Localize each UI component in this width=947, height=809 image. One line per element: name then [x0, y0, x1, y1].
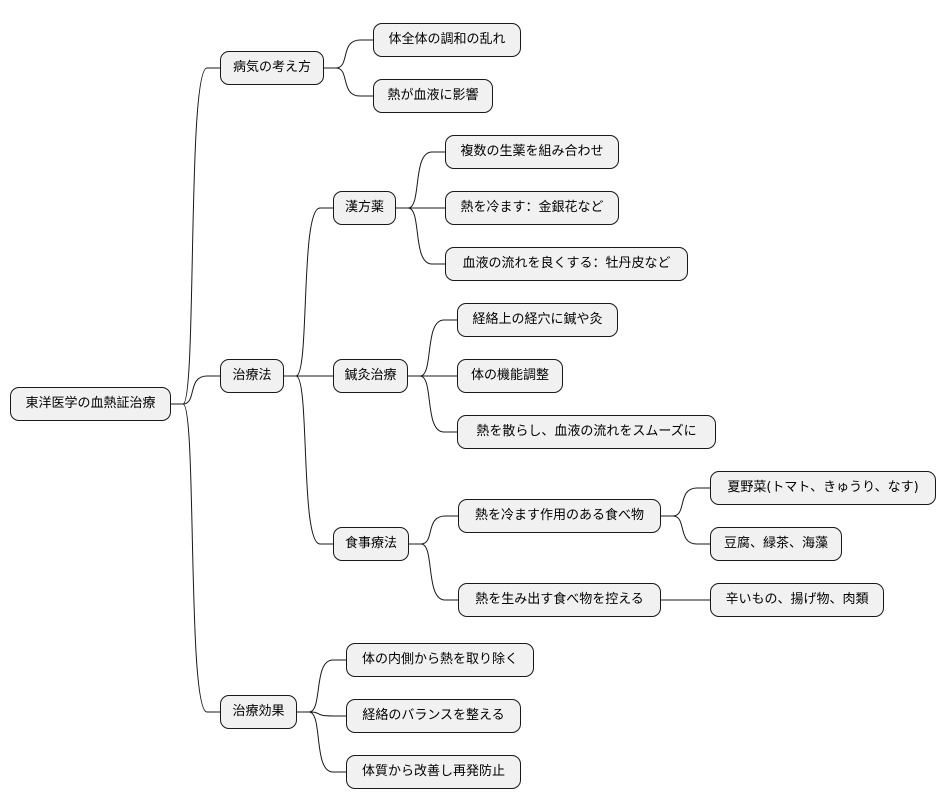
- branch-node-effects: 治療効果: [220, 695, 297, 729]
- leaf-node: 体の内側から熱を取り除く: [346, 643, 534, 677]
- leaf-node: 豆腐、緑茶、海藻: [710, 527, 842, 561]
- leaf-node: 体の機能調整: [457, 359, 563, 393]
- connector-line: [396, 207, 445, 265]
- connector-line: [171, 67, 220, 405]
- leaf-node: 熱を冷ます：金銀花など: [445, 191, 619, 225]
- connector-line: [408, 319, 457, 377]
- connector-line: [396, 151, 445, 209]
- branch-node-disease-concept: 病気の考え方: [220, 51, 324, 85]
- leaf-node: 体質から改善し再発防止: [346, 755, 521, 789]
- connector-line: [409, 543, 458, 601]
- branch-node-diet: 食事療法: [333, 527, 409, 561]
- leaf-node: 経絡上の経穴に鍼や灸: [457, 303, 618, 337]
- connector-line: [408, 375, 457, 433]
- connector-line: [284, 375, 333, 545]
- connector-line: [324, 39, 373, 69]
- branch-node-avoid-foods: 熱を生み出す食べ物を控える: [458, 583, 661, 617]
- leaf-node: 熱を散らし、血液の流れをスムーズに: [457, 415, 716, 449]
- branch-node-acupuncture: 鍼灸治療: [333, 359, 408, 393]
- connector-line: [171, 403, 220, 713]
- connector-line: [297, 659, 346, 713]
- branch-node-kampo: 漢方薬: [333, 191, 396, 225]
- connector-line: [297, 711, 346, 773]
- connector-line: [661, 487, 710, 517]
- leaf-node: 複数の生薬を組み合わせ: [445, 135, 619, 169]
- root-node: 東洋医学の血熱証治療: [10, 387, 171, 421]
- connector-line: [284, 207, 333, 377]
- leaf-node: 経絡のバランスを整える: [346, 699, 521, 733]
- leaf-node: 体全体の調和の乱れ: [373, 23, 521, 57]
- connector-line: [297, 711, 346, 717]
- leaf-node: 熱が血液に影響: [373, 79, 493, 113]
- branch-node-cooling-foods: 熱を冷ます作用のある食べ物: [458, 499, 661, 533]
- leaf-node: 夏野菜(トマト、きゅうり、なす): [710, 471, 936, 505]
- connector-line: [661, 515, 710, 545]
- connector-line: [171, 375, 220, 405]
- leaf-node: 辛いもの、揚げ物、肉類: [710, 583, 884, 617]
- connector-line: [409, 515, 458, 545]
- leaf-node: 血液の流れを良くする：牡丹皮など: [445, 247, 688, 281]
- connector-line: [324, 67, 373, 97]
- branch-node-treatment: 治療法: [220, 359, 284, 393]
